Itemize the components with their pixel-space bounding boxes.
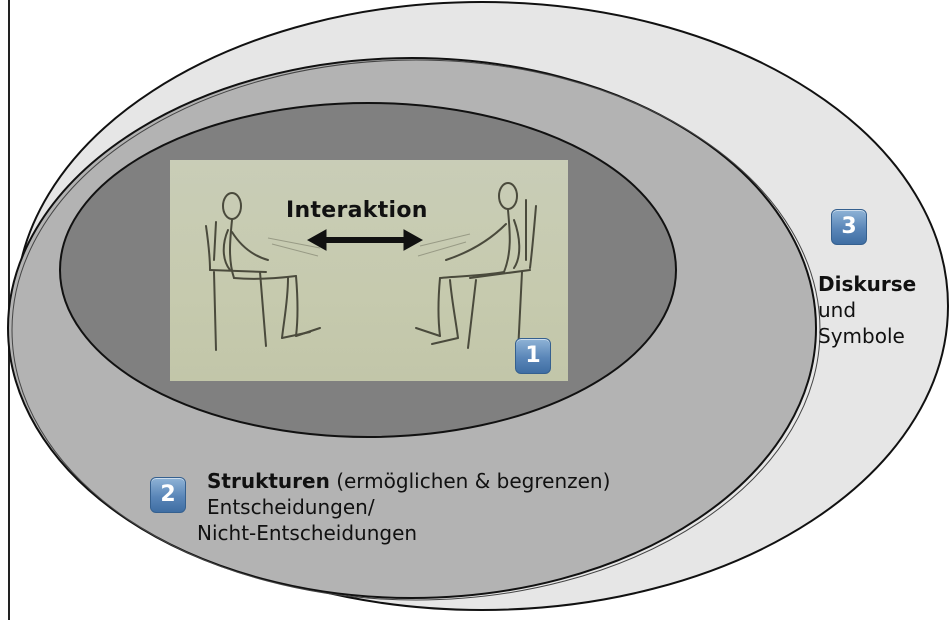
diskurse-line-3: Symbole	[818, 324, 905, 348]
strukturen-title-line: Strukturen (ermöglichen & begrenzen)	[207, 468, 610, 494]
strukturen-line-3: Nicht-Entscheidungen	[197, 521, 418, 545]
double-arrow-icon	[306, 229, 424, 251]
badge-3: 3	[831, 209, 867, 245]
strukturen-line-2: Entscheidungen/	[207, 495, 375, 519]
diskurse-text: Diskurse und Symbole	[818, 271, 916, 349]
interaction-sketch-image: Interaktion	[170, 160, 568, 381]
middle-ellipse-shadow	[11, 59, 821, 601]
diskurse-line-2: und	[818, 298, 857, 322]
sketch-drawing	[205, 182, 537, 353]
interaction-label: Interaktion	[286, 198, 428, 223]
diskurse-title: Diskurse	[818, 272, 917, 296]
strukturen-title: Strukturen	[207, 469, 330, 493]
strukturen-text: Strukturen (ermöglichen & begrenzen) Ent…	[197, 468, 610, 546]
badge-2: 2	[150, 477, 186, 513]
badge-1: 1	[515, 338, 551, 374]
strukturen-title-suffix: (ermöglichen & begrenzen)	[336, 469, 611, 493]
